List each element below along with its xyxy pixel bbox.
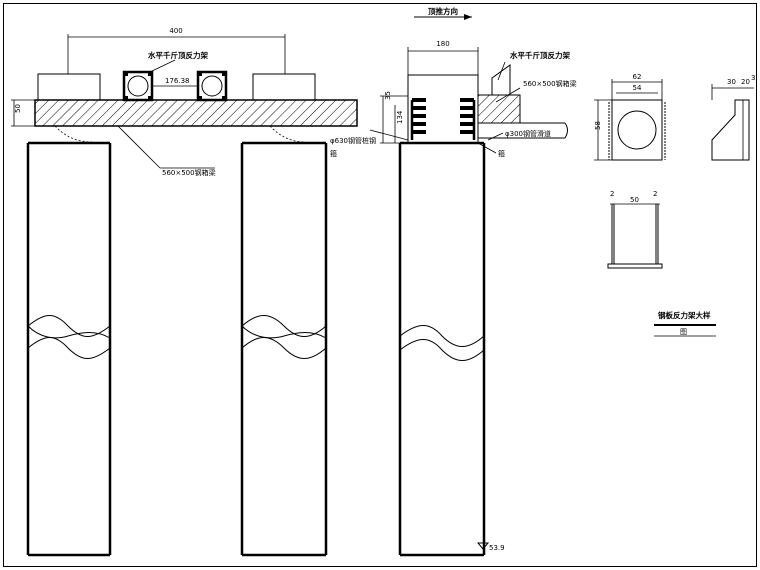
- detail-plate: 62 54 58: [594, 73, 666, 161]
- detail-stand: 2 50 2: [607, 190, 663, 269]
- label-detail-subtitle: 图: [680, 328, 687, 336]
- spring-left: [410, 98, 426, 140]
- label-push-direction: 顶推方向: [428, 6, 458, 16]
- plate-hole: [617, 110, 657, 150]
- dim-right-h1: 35: [384, 91, 392, 100]
- dim-stand-a: 2: [610, 190, 614, 198]
- jack-block-2: [196, 70, 228, 102]
- detail-bracket: 30 20 3: [711, 74, 755, 161]
- left-elevation: 400 水平千斤顶反力架 176.38: [11, 27, 358, 557]
- elevation-marker-icon: [476, 542, 490, 550]
- detail-title-block: 钢板反力架大样 图: [654, 310, 716, 337]
- pile-left: [26, 141, 112, 557]
- label-jack-frame-left: 水平千斤顶反力架: [148, 50, 208, 60]
- spring-right: [460, 98, 476, 140]
- dim-plate-inner: 54: [633, 84, 642, 92]
- label-slide-beam: φ300钢管滑道: [505, 129, 551, 138]
- dim-bracket-a: 30: [727, 78, 736, 86]
- dim-beam-height: 50: [14, 104, 22, 113]
- pile-section: [398, 141, 486, 557]
- dim-stand-b: 50: [630, 196, 639, 204]
- drawing-frame: [3, 3, 757, 567]
- steel-box-beam-left: [34, 99, 358, 127]
- label-pipe-pile-tail: 箍: [330, 149, 337, 158]
- pile-cap-right: [252, 73, 316, 101]
- steel-box-beam-right: [477, 94, 521, 124]
- dim-right-width: 180: [436, 40, 449, 48]
- label-beam-right: 560×500钢箱梁: [523, 79, 577, 88]
- label-beam-left: 560×500钢箱梁: [162, 168, 216, 177]
- label-elevation: 53.9: [489, 544, 505, 552]
- label-jack-frame-right: 水平千斤顶反力架: [510, 50, 570, 60]
- dim-right-h2: 134: [396, 110, 404, 124]
- dim-plate-outer: 62: [633, 73, 642, 81]
- label-detail-title: 钢板反力架大样: [658, 310, 711, 320]
- dim-bracket-c: 3: [751, 74, 755, 82]
- dim-plate-height: 58: [594, 121, 602, 130]
- dim-jack-offset: 176.38: [165, 77, 190, 85]
- dim-bracket-b: 20: [741, 78, 750, 86]
- pile-cap-left: [37, 73, 101, 101]
- label-pile-marker: 箍: [498, 149, 505, 158]
- label-pipe-pile: φ630钢管桩钢: [330, 136, 376, 145]
- pile-right: [240, 141, 328, 557]
- dim-span-top: 400: [169, 27, 182, 35]
- side-section: 顶推方向 180 35 134 水平千斤顶反力架 560×50: [330, 6, 577, 557]
- jack-block-1: [122, 70, 154, 102]
- dim-stand-c: 2: [653, 190, 657, 198]
